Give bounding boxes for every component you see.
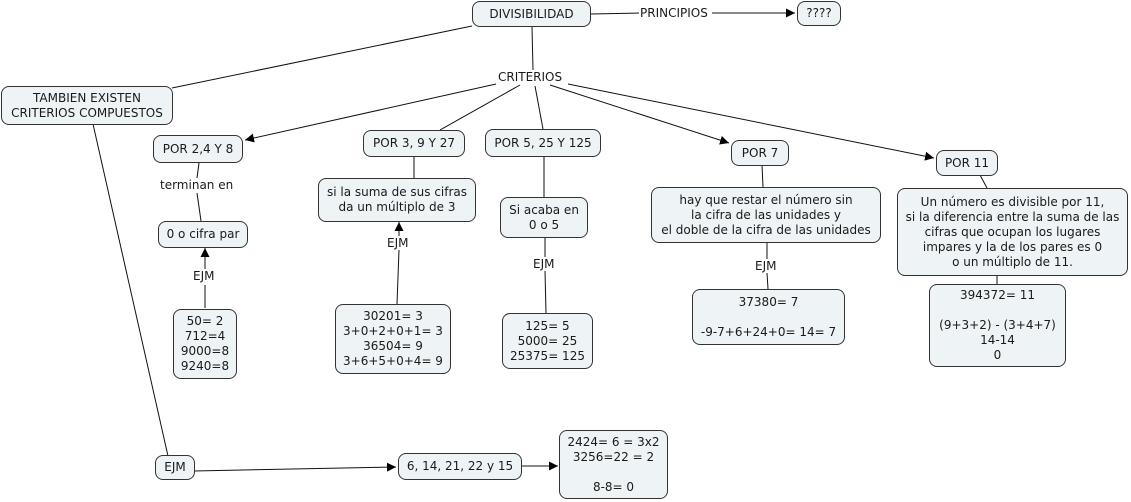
link-label-ejm-7: EJM	[754, 259, 778, 273]
node-ejemplo-compuestos[interactable]: 2424= 6 = 3x2 3256=22 = 2 8-8= 0	[559, 430, 668, 499]
node-restar-unidades[interactable]: hay que restar el número sin la cifra de…	[651, 187, 881, 243]
node-por-2-4-8[interactable]: POR 2,4 Y 8	[153, 135, 243, 163]
node-lista-compuestos[interactable]: 6, 14, 21, 22 y 15	[398, 453, 522, 480]
edge-criterios-por248	[244, 83, 497, 143]
edge-por248-terminan	[196, 162, 200, 179]
edge-criterios-por7	[549, 84, 730, 145]
node-por-5-25-125[interactable]: POR 5, 25 Y 125	[485, 129, 601, 157]
node-ejm-compuestos[interactable]: EJM	[155, 455, 195, 480]
node-cifra-par[interactable]: 0 o cifra par	[158, 221, 248, 248]
link-label-principios: PRINCIPIOS	[639, 6, 709, 20]
node-criterios-compuestos[interactable]: TAMBIEN EXISTEN CRITERIOS COMPUESTOS	[1, 86, 173, 125]
edge-criterios-por11	[567, 83, 935, 161]
link-label-terminan-en: terminan en	[159, 178, 235, 192]
edge-compuestos-ejm	[92, 123, 169, 457]
edge-ejm-ej525125	[544, 270, 547, 314]
node-por-11[interactable]: POR 11	[936, 150, 998, 176]
edge-ejm-lista	[193, 462, 397, 472]
edge-terminan-cifrapar	[196, 192, 202, 222]
edge-root-criterios	[531, 26, 534, 71]
node-ejemplo-11[interactable]: 394372= 11 (9+3+2) - (3+4+7) 14-14 0	[929, 284, 1066, 367]
link-label-criterios: CRITERIOS	[497, 70, 564, 84]
node-acaba-0-5[interactable]: Si acaba en 0 o 5	[500, 197, 588, 238]
node-ejemplos-3-9-27[interactable]: 30201= 3 3+0+2+0+1= 3 36504= 9 3+6+5+0+4…	[335, 304, 451, 374]
node-divisibilidad[interactable]: DIVISIBILIDAD	[472, 1, 591, 27]
node-suma-cifras[interactable]: si la suma de sus cifras da un múltiplo …	[318, 178, 476, 222]
node-ejemplo-7[interactable]: 37380= 7 -9-7+6+24+0= 14= 7	[692, 289, 845, 345]
node-ejemplos-5-25-125[interactable]: 125= 5 5000= 25 25375= 125	[502, 313, 593, 369]
edge-root-principios	[590, 12, 641, 15]
link-label-ejm-248: EJM	[192, 269, 216, 283]
node-por-3-9-27[interactable]: POR 3, 9 Y 27	[363, 130, 465, 157]
edge-por7-restar	[761, 164, 764, 188]
node-unknown[interactable]: ????	[797, 1, 841, 26]
link-label-ejm-525125: EJM	[532, 257, 556, 271]
node-ejemplos-2-4-8[interactable]: 50= 2 712=4 9000=8 9240=8	[173, 309, 237, 379]
node-regla-11[interactable]: Un número es divisible por 11, si la dif…	[897, 188, 1128, 276]
edge-por11-regla	[979, 174, 988, 189]
node-por-7[interactable]: POR 7	[731, 140, 789, 166]
edge-criterios-por525125	[534, 85, 544, 130]
link-label-ejm-3927: EJM	[386, 236, 410, 250]
edge-ej3927-ejm	[396, 249, 400, 305]
edge-ejm-ej7	[766, 272, 769, 290]
edge-criterios-por3927	[439, 84, 521, 131]
edge-root-compuestos	[171, 25, 473, 89]
